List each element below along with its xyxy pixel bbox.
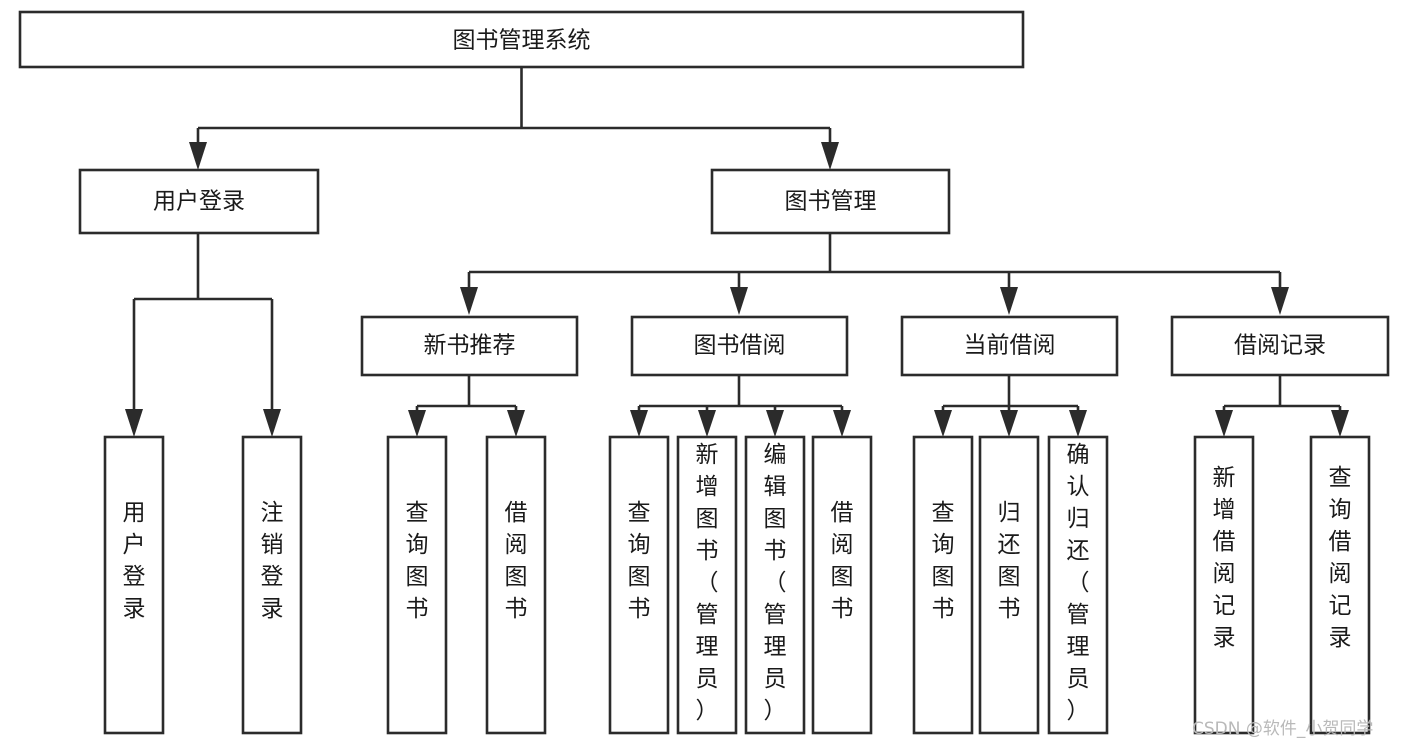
arrow-head-leaf-user-logout <box>263 409 281 437</box>
node-leaf-return-book-label: 归还图书 <box>998 500 1021 622</box>
node-newbook-box[interactable] <box>360 315 579 377</box>
node-leaf-confirm-return-label: 确认归还（管理员） <box>1067 442 1090 724</box>
node-leaf-user-logout-label: 注销登录 <box>261 500 284 622</box>
node-leaf-add-record-label: 新增借阅记录 <box>1213 465 1236 651</box>
node-records-box[interactable] <box>1170 315 1390 377</box>
node-leaf-borrow-book-2-box[interactable] <box>811 435 873 735</box>
arrow-head-leaf-add-book <box>698 410 716 437</box>
node-leaf-edit-book-label: 编辑图书（管理员） <box>764 442 787 724</box>
arrow-head-leaf-return-book <box>1000 410 1018 437</box>
node-leaf-add-book[interactable]: 新增图书（管理员） <box>676 435 738 735</box>
node-bookmgmt-box[interactable] <box>710 168 951 235</box>
node-bookmgmt-label: 图书管理 <box>785 189 877 215</box>
node-leaf-borrow-book-2[interactable]: 借阅图书 <box>811 435 873 735</box>
node-leaf-confirm-return[interactable]: 确认归还（管理员） <box>1047 435 1109 735</box>
node-leaf-query-book-1-box[interactable] <box>386 435 448 735</box>
node-leaf-edit-book[interactable]: 编辑图书（管理员） <box>744 435 806 735</box>
node-leaf-user-login-box[interactable] <box>103 435 165 735</box>
node-leaf-add-book-label: 新增图书（管理员） <box>696 442 719 724</box>
node-newbook-label: 新书推荐 <box>424 333 516 359</box>
node-login-label: 用户登录 <box>153 189 245 215</box>
arrow-head-leaf-query-book-1 <box>408 410 426 437</box>
arrow-head-newbook <box>460 287 478 315</box>
arrow-head-bookmgmt <box>821 142 839 170</box>
arrow-head-leaf-query-book-2 <box>630 410 648 437</box>
node-leaf-add-record[interactable]: 新增借阅记录 <box>1193 435 1255 735</box>
node-records-label: 借阅记录 <box>1234 333 1326 359</box>
node-leaf-query-book-2-label: 查询图书 <box>628 500 651 622</box>
node-borrow-box[interactable] <box>630 315 849 377</box>
arrow-head-leaf-add-record <box>1215 410 1233 437</box>
arrow-head-leaf-query-record <box>1331 410 1349 437</box>
node-borrow-label: 图书借阅 <box>694 333 786 359</box>
node-root-label: 图书管理系统 <box>453 28 591 54</box>
node-leaf-query-book-3-box[interactable] <box>912 435 974 735</box>
node-leaf-return-book-box[interactable] <box>978 435 1040 735</box>
node-leaf-borrow-book-2-label: 借阅图书 <box>831 500 854 622</box>
node-login[interactable]: 用户登录 <box>78 168 320 235</box>
node-leaf-confirm-return-box[interactable] <box>1047 435 1109 735</box>
node-leaf-borrow-book-1[interactable]: 借阅图书 <box>485 435 547 735</box>
node-leaf-borrow-book-1-box[interactable] <box>485 435 547 735</box>
node-leaf-query-book-3-label: 查询图书 <box>932 500 955 622</box>
arrow-head-leaf-query-book-3 <box>934 410 952 437</box>
arrow-head-borrow <box>730 287 748 315</box>
arrow-head-leaf-confirm-return <box>1069 410 1087 437</box>
node-leaf-user-login-label: 用户登录 <box>123 500 146 622</box>
connector-layer <box>125 67 1349 437</box>
node-leaf-user-logout-box[interactable] <box>241 435 303 735</box>
node-leaf-edit-book-box[interactable] <box>744 435 806 735</box>
node-leaf-borrow-book-1-label: 借阅图书 <box>505 500 528 622</box>
node-leaf-user-login[interactable]: 用户登录 <box>103 435 165 735</box>
node-leaf-query-record-label: 查询借阅记录 <box>1329 465 1352 651</box>
node-newbook[interactable]: 新书推荐 <box>360 315 579 377</box>
arrow-head-records <box>1271 287 1289 315</box>
arrow-head-leaf-borrow-book-1 <box>507 410 525 437</box>
node-leaf-query-book-3[interactable]: 查询图书 <box>912 435 974 735</box>
node-leaf-query-book-1-label: 查询图书 <box>406 500 429 622</box>
node-borrow[interactable]: 图书借阅 <box>630 315 849 377</box>
arrow-head-current <box>1000 287 1018 315</box>
node-records[interactable]: 借阅记录 <box>1170 315 1390 377</box>
arrow-head-leaf-borrow-book-2 <box>833 410 851 437</box>
node-leaf-query-book-1[interactable]: 查询图书 <box>386 435 448 735</box>
node-current[interactable]: 当前借阅 <box>900 315 1119 377</box>
node-leaf-return-book[interactable]: 归还图书 <box>978 435 1040 735</box>
watermark-label: CSDN @软件_小贺同学 <box>1192 719 1373 739</box>
node-root-box[interactable] <box>18 10 1025 69</box>
arrow-head-leaf-user-login <box>125 409 143 437</box>
node-bookmgmt[interactable]: 图书管理 <box>710 168 951 235</box>
node-current-label: 当前借阅 <box>964 333 1056 359</box>
node-leaf-query-record-box[interactable] <box>1309 435 1371 735</box>
node-current-box[interactable] <box>900 315 1119 377</box>
node-login-box[interactable] <box>78 168 320 235</box>
node-leaf-query-book-2-box[interactable] <box>608 435 670 735</box>
node-leaf-add-record-box[interactable] <box>1193 435 1255 735</box>
node-leaf-user-logout[interactable]: 注销登录 <box>241 435 303 735</box>
node-leaf-query-record[interactable]: 查询借阅记录 <box>1309 435 1371 735</box>
node-root[interactable]: 图书管理系统 <box>18 10 1025 69</box>
arrow-head-login <box>189 142 207 170</box>
node-leaf-add-book-box[interactable] <box>676 435 738 735</box>
arrow-head-leaf-edit-book <box>766 410 784 437</box>
node-leaf-query-book-2[interactable]: 查询图书 <box>608 435 670 735</box>
